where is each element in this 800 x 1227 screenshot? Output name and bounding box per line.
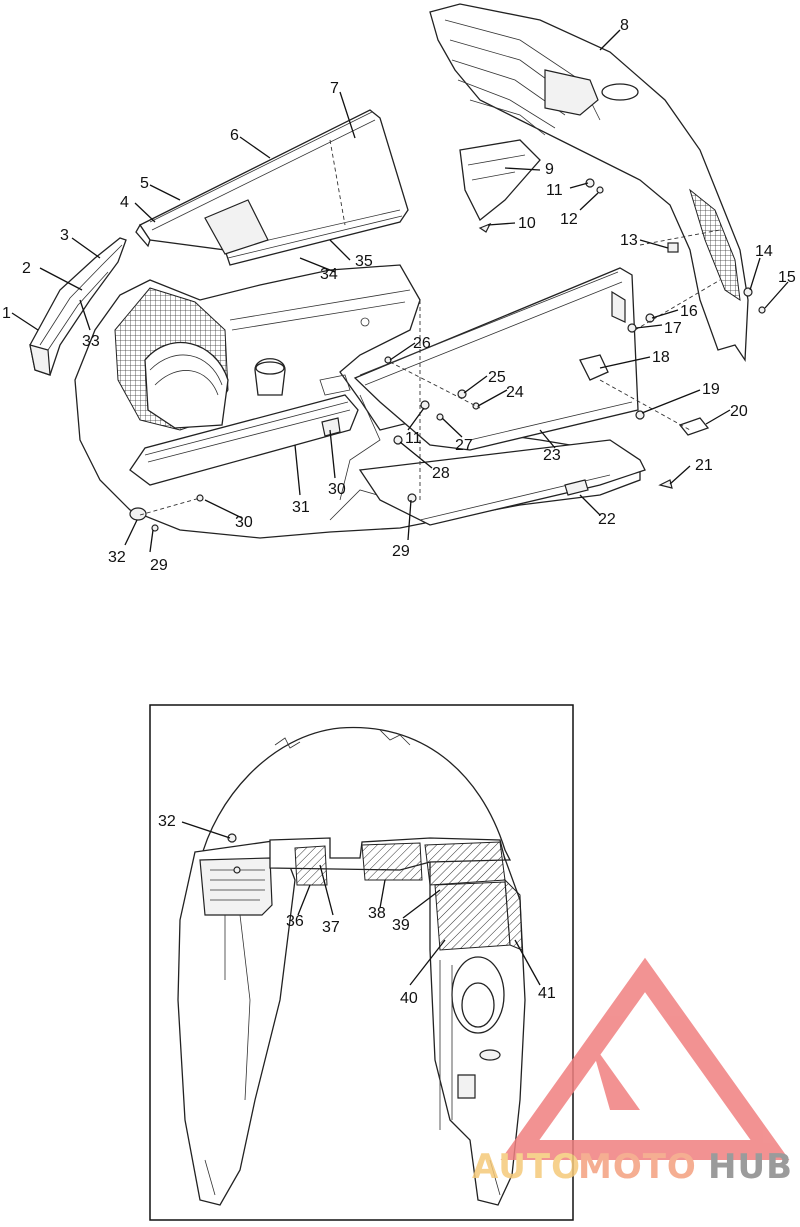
watermark-auto: AUTO bbox=[472, 1147, 581, 1187]
callout-12: 12 bbox=[560, 211, 578, 228]
callout-36: 36 bbox=[286, 913, 304, 930]
callout-26: 26 bbox=[413, 335, 431, 352]
left-tunnel-side bbox=[177, 839, 296, 1206]
callout-15: 15 bbox=[778, 269, 796, 286]
callout-labels-bottom: 32 36 37 38 39 40 41 bbox=[158, 813, 556, 1007]
callout-30-upper: 30 bbox=[328, 481, 346, 498]
callout-30-lower: 30 bbox=[235, 514, 253, 531]
logo-inner-mark-icon bbox=[590, 1040, 640, 1110]
hood-outline bbox=[199, 726, 512, 863]
callout-3: 3 bbox=[60, 227, 69, 244]
callout-25: 25 bbox=[488, 369, 506, 386]
leader-lines bbox=[11, 29, 789, 553]
callout-14: 14 bbox=[755, 243, 773, 260]
callout-5: 5 bbox=[140, 175, 149, 192]
callout-24: 24 bbox=[506, 384, 524, 401]
callout-29-left: 29 bbox=[150, 557, 168, 574]
hatched-part-41 bbox=[504, 878, 523, 951]
callout-11-upper: 11 bbox=[546, 182, 563, 199]
side-panel-part bbox=[429, 3, 749, 362]
callout-9: 9 bbox=[545, 161, 554, 178]
hatched-part-39 bbox=[424, 841, 506, 886]
callout-32-top: 32 bbox=[108, 549, 126, 566]
callout-33: 33 bbox=[82, 333, 100, 350]
callout-40: 40 bbox=[400, 990, 418, 1007]
leader-lines-inset bbox=[181, 821, 541, 986]
inset-frame bbox=[149, 704, 574, 1221]
callout-34: 34 bbox=[320, 266, 338, 283]
hatched-part-36-37 bbox=[294, 845, 328, 886]
hatched-part-38 bbox=[361, 842, 423, 881]
callout-19: 19 bbox=[702, 381, 720, 398]
exploded-view: 1 2 3 4 5 6 7 8 9 10 11 12 13 14 15 16 1… bbox=[2, 3, 796, 574]
callout-7: 7 bbox=[330, 80, 339, 97]
callout-27: 27 bbox=[455, 437, 473, 454]
callout-4: 4 bbox=[120, 194, 129, 211]
watermark-hub: HUB bbox=[708, 1147, 793, 1187]
callout-35: 35 bbox=[355, 253, 373, 270]
callout-16: 16 bbox=[680, 303, 698, 320]
callout-18: 18 bbox=[652, 349, 670, 366]
callout-39: 39 bbox=[392, 917, 410, 934]
callout-17: 17 bbox=[664, 320, 682, 337]
front-strip-part bbox=[129, 394, 359, 486]
hood-panel-part bbox=[135, 109, 409, 266]
callout-8: 8 bbox=[620, 17, 629, 34]
callout-20: 20 bbox=[730, 403, 748, 420]
callout-labels-top: 1 2 3 4 5 6 7 8 9 10 11 12 13 14 15 16 1… bbox=[2, 17, 796, 574]
callout-29-right: 29 bbox=[392, 543, 410, 560]
callout-10: 10 bbox=[518, 215, 536, 232]
callout-32-inset: 32 bbox=[158, 813, 176, 830]
callout-31: 31 bbox=[292, 499, 310, 516]
hatched-part-40 bbox=[434, 881, 511, 951]
fasteners bbox=[129, 178, 766, 532]
callout-13: 13 bbox=[620, 232, 638, 249]
watermark-moto: MOTO bbox=[578, 1147, 697, 1187]
inset-view: 32 36 37 38 39 40 41 bbox=[149, 704, 574, 1221]
callout-38: 38 bbox=[368, 905, 386, 922]
callout-21: 21 bbox=[695, 457, 713, 474]
lower-rail-part bbox=[358, 439, 646, 526]
callout-11-lower: 11 bbox=[405, 430, 422, 447]
watermark-logo: AUTO MOTO HUB bbox=[472, 957, 793, 1187]
callout-2: 2 bbox=[22, 260, 31, 277]
callout-22: 22 bbox=[598, 511, 616, 528]
left-trim-part bbox=[29, 237, 127, 376]
cap-part-20 bbox=[678, 417, 710, 436]
callout-28: 28 bbox=[432, 465, 450, 482]
callout-37: 37 bbox=[322, 919, 340, 936]
callout-23: 23 bbox=[543, 447, 561, 464]
callout-6: 6 bbox=[230, 127, 239, 144]
callout-41: 41 bbox=[538, 985, 556, 1002]
callout-1: 1 bbox=[2, 305, 11, 322]
logo-triangle-icon bbox=[500, 957, 790, 1160]
